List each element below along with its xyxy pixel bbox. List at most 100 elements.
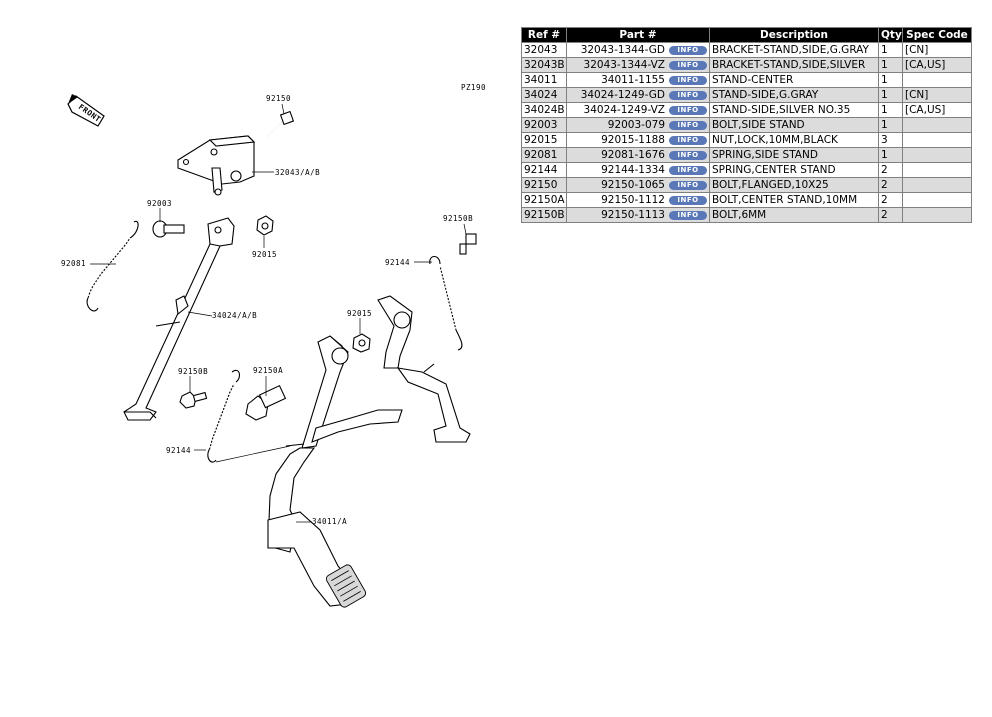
cell-description: BOLT,FLANGED,10X25	[709, 177, 879, 193]
info-button[interactable]: INFO	[669, 150, 707, 160]
cell-ref: 92015	[521, 132, 567, 148]
info-button[interactable]: INFO	[669, 135, 707, 145]
callout-92003: 92003	[147, 199, 172, 208]
cell-part-number: 92081-1676	[601, 149, 665, 161]
info-button[interactable]: INFO	[669, 45, 707, 55]
cell-description: NUT,LOCK,10MM,BLACK	[709, 132, 879, 148]
cell-part-number: 32043-1344-VZ	[583, 59, 665, 71]
cell-ref: 32043	[521, 42, 567, 58]
cell-ref: 92150A	[521, 192, 567, 208]
cell-qty: 1	[878, 57, 903, 73]
spring-92144-right-drawing	[429, 255, 463, 351]
info-button[interactable]: INFO	[669, 120, 707, 130]
info-button[interactable]: INFO	[669, 180, 707, 190]
exploded-parts-diagram: FRONT PZ190 92150 32043/A/B 92003 92015	[61, 83, 486, 608]
bolt-92150-top-drawing	[267, 110, 295, 137]
info-button[interactable]: INFO	[669, 75, 707, 85]
callout-92081: 92081	[61, 259, 86, 268]
info-button[interactable]: INFO	[669, 195, 707, 205]
cell-spec-code	[902, 147, 972, 163]
bolt-92150b-left-drawing	[179, 391, 208, 409]
spring-92144-left-drawing	[207, 369, 241, 463]
front-arrow-icon: FRONT	[67, 94, 105, 127]
cell-part-number: 32043-1344-GD	[580, 44, 665, 56]
cell-ref: 34024B	[521, 102, 567, 118]
cell-qty: 2	[878, 177, 903, 193]
table-header-row: Ref # Part # Description Qty Spec Code	[521, 27, 972, 43]
header-qty: Qty	[878, 27, 903, 43]
callout-92015-mid: 92015	[347, 309, 372, 318]
cell-spec-code	[902, 192, 972, 208]
cell-qty: 2	[878, 162, 903, 178]
cell-ref: 92144	[521, 162, 567, 178]
info-button[interactable]: INFO	[669, 165, 707, 175]
cell-ref: 32043B	[521, 57, 567, 73]
header-part: Part #	[566, 27, 710, 43]
cell-ref: 92003	[521, 117, 567, 133]
cell-part-number: 92150-1113	[601, 209, 665, 221]
cell-part-number: 92144-1334	[601, 164, 665, 176]
callout-34011: 34011/A	[312, 517, 347, 526]
cell-qty: 1	[878, 102, 903, 118]
diagram-code: PZ190	[461, 83, 486, 92]
parts-table-container: Ref # Part # Description Qty Spec Code 3…	[521, 27, 972, 223]
cell-qty: 1	[878, 42, 903, 58]
table-row: 92144 92144-1334 INFO SPRING,CENTER STAND…	[521, 162, 972, 178]
cell-spec-code	[902, 72, 972, 88]
cell-part-number: 34024-1249-GD	[580, 89, 665, 101]
nut-92015-top-drawing	[256, 215, 274, 236]
cell-part-number: 92015-1188	[601, 134, 665, 146]
callout-92150a: 92150A	[253, 366, 283, 375]
info-button[interactable]: INFO	[669, 60, 707, 70]
info-button[interactable]: INFO	[669, 105, 707, 115]
cell-spec-code	[902, 162, 972, 178]
parts-table: Ref # Part # Description Qty Spec Code 3…	[521, 27, 972, 223]
bracket-32043-drawing	[177, 135, 256, 196]
cell-ref: 92150	[521, 177, 567, 193]
table-row: 92150A 92150-1112 INFO BOLT,CENTER STAND,…	[521, 192, 972, 208]
cell-description: STAND-SIDE,G.GRAY	[709, 87, 879, 103]
cell-ref: 92150B	[521, 207, 567, 223]
cell-part-number: 34024-1249-VZ	[583, 104, 665, 116]
bolt-92150a-drawing	[245, 384, 287, 421]
side-stand-34024-drawing	[123, 217, 235, 421]
cell-spec-code	[902, 207, 972, 223]
info-button[interactable]: INFO	[669, 90, 707, 100]
cell-part-number: 92150-1112	[601, 194, 665, 206]
cell-description: SPRING,CENTER STAND	[709, 162, 879, 178]
header-ref: Ref #	[521, 27, 567, 43]
info-button[interactable]: INFO	[669, 210, 707, 220]
callout-92144-left: 92144	[166, 446, 191, 455]
cell-description: SPRING,SIDE STAND	[709, 147, 879, 163]
callout-32043: 32043/A/B	[275, 168, 320, 177]
cell-qty: 1	[878, 87, 903, 103]
cell-spec-code: [CA,US]	[902, 102, 972, 118]
cell-qty: 2	[878, 192, 903, 208]
cell-spec-code: [CA,US]	[902, 57, 972, 73]
cell-description: BOLT,SIDE STAND	[709, 117, 879, 133]
cell-description: BOLT,CENTER STAND,10MM	[709, 192, 879, 208]
nut-92015-mid-drawing	[352, 333, 371, 353]
center-stand-34011-drawing	[267, 295, 471, 608]
cell-ref: 34024	[521, 87, 567, 103]
table-row: 34024B 34024-1249-VZ INFO STAND-SIDE,SILV…	[521, 102, 972, 118]
cell-ref: 92081	[521, 147, 567, 163]
cell-description: STAND-SIDE,SILVER NO.35	[709, 102, 879, 118]
cell-spec-code: [CN]	[902, 42, 972, 58]
callout-92150-top: 92150	[266, 94, 291, 103]
cell-spec-code	[902, 117, 972, 133]
cell-description: STAND-CENTER	[709, 72, 879, 88]
cell-description: BRACKET-STAND,SIDE,G.GRAY	[709, 42, 879, 58]
cell-part-number: 92003-079	[607, 119, 665, 131]
cell-ref: 34011	[521, 72, 567, 88]
callout-92150b-right: 92150B	[443, 214, 473, 223]
cell-description: BOLT,6MM	[709, 207, 879, 223]
callout-92150b-left: 92150B	[178, 367, 208, 376]
bolt-92003-drawing	[152, 220, 185, 238]
header-spec-code: Spec Code	[902, 27, 972, 43]
